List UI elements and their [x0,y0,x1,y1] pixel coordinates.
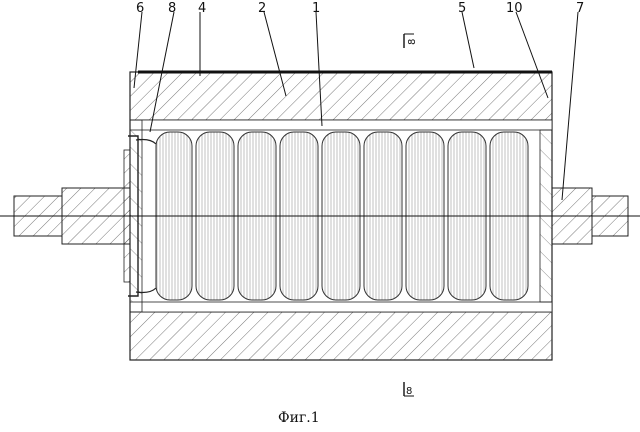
label-7: 7 [576,1,584,16]
label-10: 10 [506,1,523,16]
label-2: 2 [258,1,266,16]
label-8: 8 [168,1,176,16]
label-6: 6 [136,1,144,16]
label-1: 1 [312,1,320,16]
figure-caption: Фиг.1 [278,410,320,426]
svg-text:8: 8 [406,386,412,397]
label-5: 5 [458,1,466,16]
svg-text:8: 8 [407,39,418,45]
section-marker-top: 8 [404,34,418,48]
label-4: 4 [198,1,206,16]
section-marker-bottom: 8 [404,382,414,397]
